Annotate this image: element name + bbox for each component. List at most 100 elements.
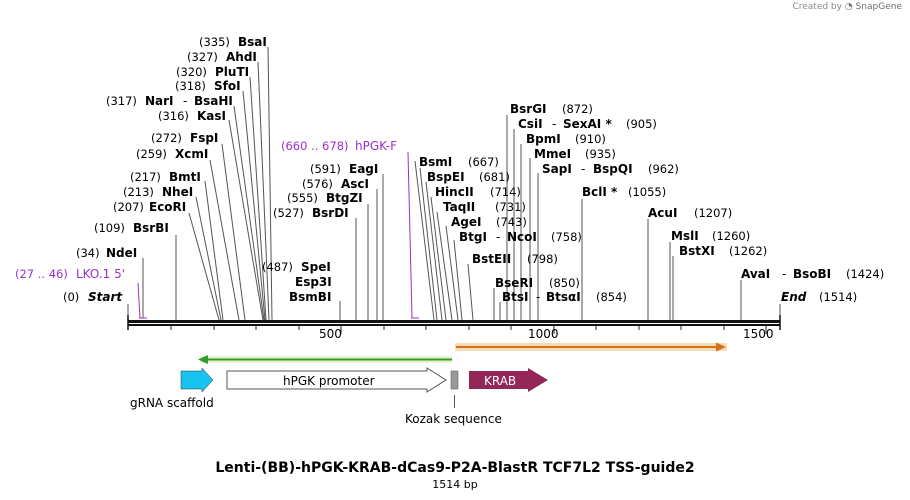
- label-dash-btgi: -: [496, 230, 500, 244]
- label-name-sapi: SapI: [542, 162, 572, 176]
- label-name-bstxi: BstXI: [679, 244, 715, 258]
- label-pos-hpgkf: (660 .. 678): [281, 139, 349, 153]
- label-pos-msli: (1260): [712, 229, 750, 243]
- label-dash-nari: -: [183, 94, 187, 108]
- left-labels: (0) Start (27 .. 46) LKO.1 5' (34) NdeI …: [15, 35, 267, 304]
- label-name-asci: AscI: [341, 177, 369, 191]
- label-pos-hincii: (714): [490, 185, 521, 199]
- label-name-bsai: BsaI: [238, 35, 267, 49]
- label-pos-ahdi: (327): [187, 50, 218, 64]
- backbone-strand-top: [128, 320, 780, 323]
- center-labels: BsmI (667) BspEI (681) HincII (714) TaqI…: [419, 102, 679, 304]
- krab-orange-arrow: [455, 342, 727, 352]
- label-name-agei: AgeI: [451, 215, 481, 229]
- label-pos-sexai: (905): [626, 117, 657, 131]
- label-name-bsahi: BsaHI: [194, 94, 233, 108]
- label-name-bspqi: BspQI: [593, 162, 633, 176]
- label-pos-start: (0): [63, 290, 79, 304]
- label-name-sfoi: SfoI: [214, 79, 241, 93]
- label-name-ahdi: AhdI: [226, 50, 257, 64]
- hpgk-green-arrow: [198, 355, 452, 364]
- label-pos-bsrbi: (109): [94, 221, 125, 235]
- label-pos-eagi: (591): [310, 162, 341, 176]
- label-dash-sapi: -: [581, 162, 585, 176]
- label-pos-nari: (317): [106, 94, 137, 108]
- label-pos-agei: (743): [496, 215, 527, 229]
- label-pos-btgzi: (555): [287, 191, 318, 205]
- label-name-msli: MslI: [671, 229, 699, 243]
- label-pos-spei: (487): [262, 260, 293, 274]
- label-name-btgzi: BtgZI: [326, 191, 363, 205]
- label-name-bsrbi: BsrBI: [133, 221, 169, 235]
- grna-scaffold-label: gRNA scaffold: [130, 396, 214, 410]
- label-pos-pluti: (320): [176, 65, 207, 79]
- label-name-lko: LKO.1 5': [76, 267, 125, 281]
- label-name-bpmi: BpmI: [526, 132, 561, 146]
- label-name-end: End: [781, 290, 807, 304]
- label-pos-end: (1514): [819, 290, 857, 304]
- label-pos-bsrgi: (872): [562, 102, 593, 116]
- label-name-bseri: BseRI: [495, 276, 533, 290]
- label-name-ecori: EcoRI: [149, 200, 186, 214]
- label-name-bsmbi: BsmBI: [289, 290, 331, 304]
- hpgk-promoter-arrow: [226, 367, 447, 393]
- label-pos-lko: (27 .. 46): [15, 267, 68, 281]
- credit-prefix: Created by: [792, 2, 842, 12]
- ruler-tick-1000: 1000: [528, 327, 559, 341]
- label-name-ndei: NdeI: [106, 246, 137, 260]
- label-pos-sfoi: (318): [175, 79, 206, 93]
- label-name-acui: AcuI: [648, 206, 677, 220]
- label-name-start: Start: [88, 290, 123, 304]
- ruler: [170, 326, 767, 334]
- middle-labels: (487) SpeI Esp3I BsmBI (527) BsrDI (555)…: [262, 139, 397, 304]
- label-name-esp3i: Esp3I: [295, 275, 332, 289]
- backbone-strand-bottom: [128, 324, 780, 326]
- label-pos-mmei: (935): [585, 147, 616, 161]
- label-pos-bsteii: (798): [527, 252, 558, 266]
- label-dash-csii: -: [552, 117, 556, 131]
- label-pos-kasi: (316): [158, 109, 189, 123]
- label-pos-acui: (1207): [694, 206, 732, 220]
- kozak-label: Kozak sequence: [405, 412, 502, 426]
- label-pos-ecori: (207): [113, 200, 144, 214]
- label-name-bspei: BspEI: [427, 170, 465, 184]
- label-name-avai: AvaI: [741, 267, 770, 281]
- label-name-bsteii: BstEII: [472, 252, 511, 266]
- label-name-pluti: PluTI: [215, 65, 249, 79]
- label-name-bcli: BclI *: [582, 185, 618, 199]
- label-name-taqii: TaqII: [443, 200, 475, 214]
- label-pos-btsai: (854): [596, 290, 627, 304]
- label-name-nhei: NheI: [162, 185, 193, 199]
- hpgk-promoter-label: hPGK promoter: [283, 374, 375, 388]
- krab-arrow: [469, 368, 548, 392]
- label-name-bsrgi: BsrGI: [510, 102, 547, 116]
- label-name-ncoi: NcoI: [507, 230, 537, 244]
- label-name-bsmi: BsmI: [419, 155, 452, 169]
- label-name-spei: SpeI: [301, 260, 331, 274]
- site-connector-lines: [127, 46, 781, 321]
- label-name-hpgkf: hPGK-F: [355, 139, 397, 153]
- label-pos-xcmi: (259): [136, 147, 167, 161]
- label-pos-bmti: (217): [130, 170, 161, 184]
- label-dash-btsi: -: [536, 290, 540, 304]
- snapgene-credit: Created by ◔ SnapGene: [792, 2, 902, 12]
- snapgene-logo-icon: ◔: [844, 2, 853, 12]
- label-name-btgi: BtgI: [459, 230, 487, 244]
- label-name-bsrdi: BsrDI: [312, 206, 349, 220]
- label-pos-fspi: (272): [151, 131, 182, 145]
- label-name-fspi: FspI: [190, 131, 218, 145]
- primer-lines: [137, 151, 419, 319]
- label-dash-avai: -: [782, 267, 786, 281]
- ruler-tick-500: 500: [319, 327, 342, 341]
- label-pos-bsobi: (1424): [846, 267, 884, 281]
- label-pos-bspei: (681): [479, 170, 510, 184]
- label-name-eagi: EagI: [349, 162, 378, 176]
- map-title: Lenti-(BB)-hPGK-KRAB-dCas9-P2A-BlastR TC…: [215, 460, 695, 476]
- label-name-bsobi: BsoBI: [793, 267, 831, 281]
- label-name-kasi: KasI: [197, 109, 226, 123]
- label-name-bmti: BmtI: [169, 170, 201, 184]
- label-pos-bpmi: (910): [575, 132, 606, 146]
- label-name-csii: CsiI: [518, 117, 543, 131]
- label-name-btsai: BtsαI: [546, 290, 581, 304]
